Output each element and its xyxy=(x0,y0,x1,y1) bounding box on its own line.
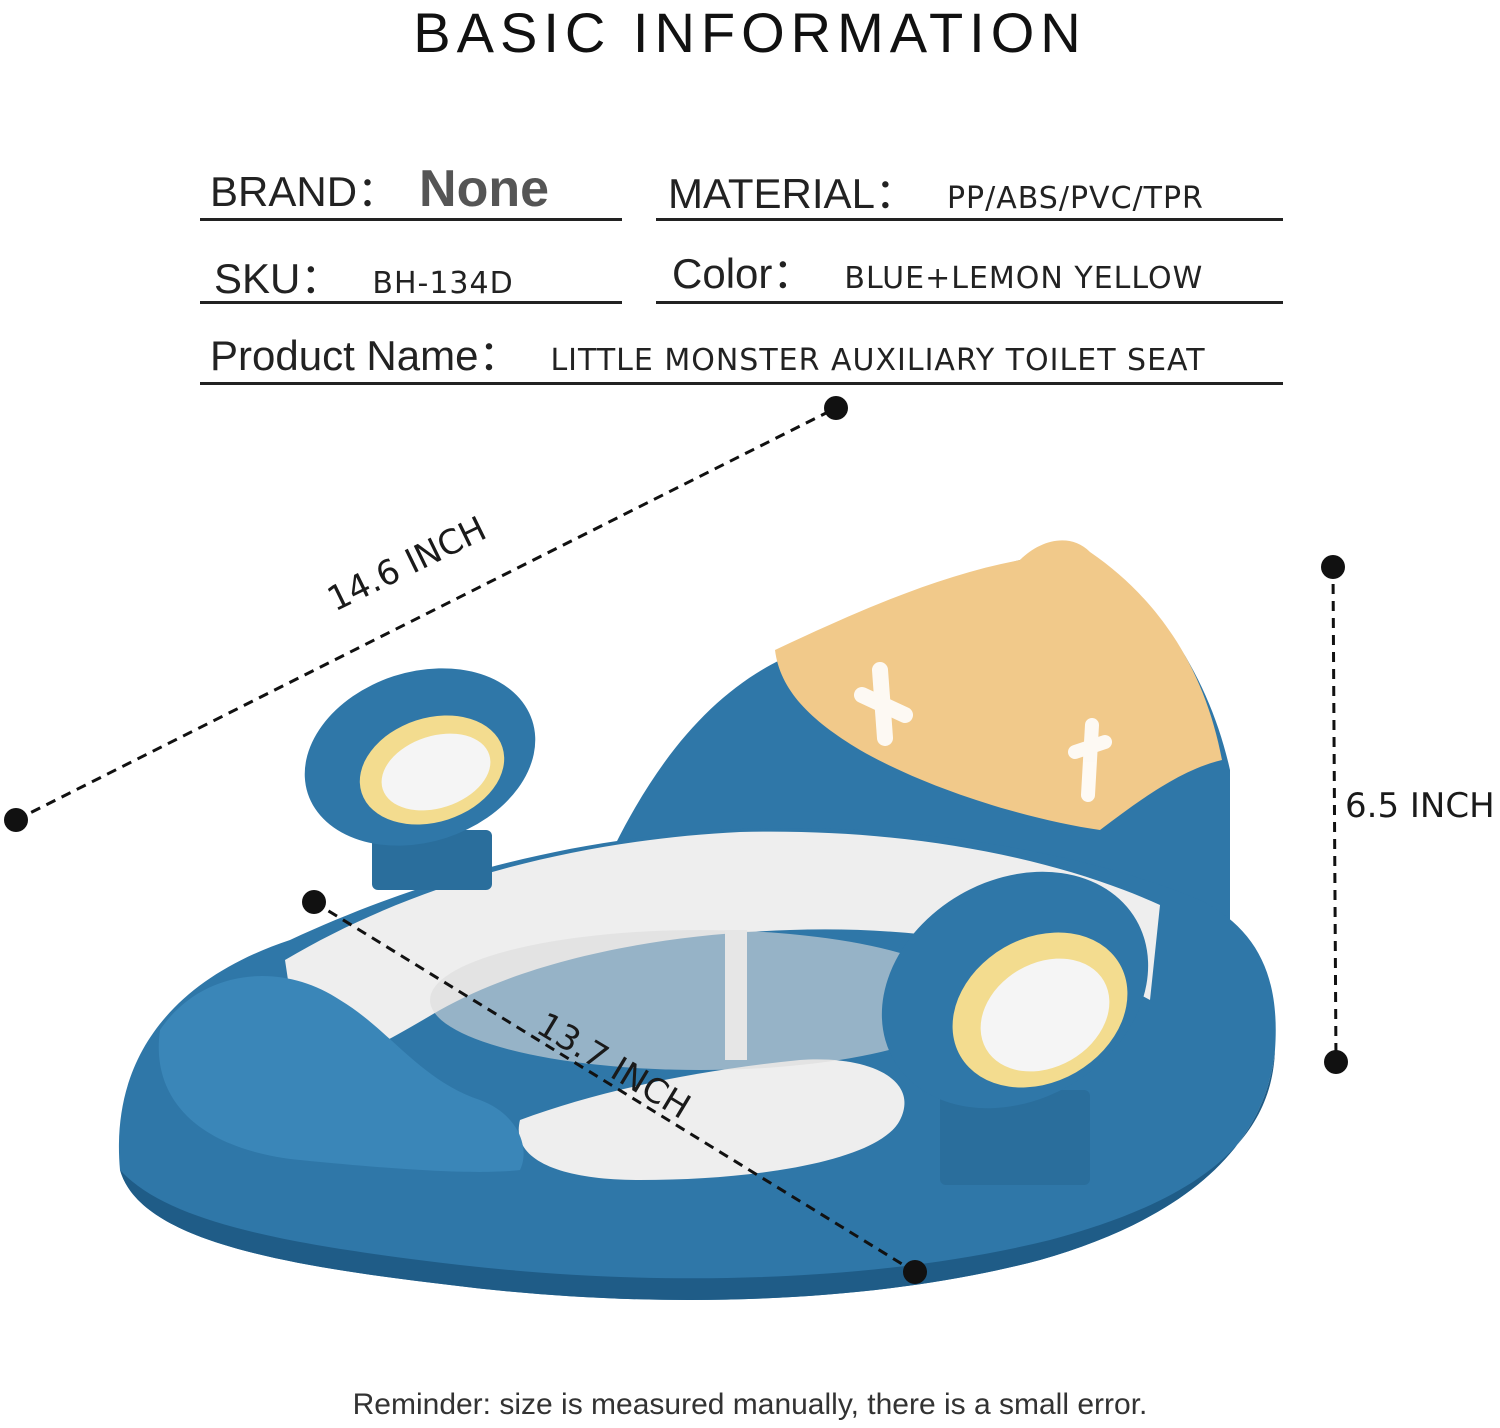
brand-label: BRAND： xyxy=(210,168,400,215)
height-endpoint-top xyxy=(1321,555,1345,579)
product-name-row: Product Name： LITTLE MONSTER AUXILIARY TO… xyxy=(210,322,1206,383)
width-endpoint-bottom xyxy=(903,1260,927,1284)
front-bump xyxy=(158,976,524,1172)
height-dimension-line xyxy=(1331,566,1338,1063)
cross-mark-right xyxy=(1068,718,1112,802)
backrest-yellow-panel xyxy=(775,540,1222,830)
cushion-front xyxy=(518,1059,905,1180)
color-value: BLUE+LEMON YELLOW xyxy=(844,261,1204,296)
product-name-rule xyxy=(200,382,1283,385)
sku-rule xyxy=(200,301,622,304)
seat-hole xyxy=(430,930,970,1070)
product-name-label: Product Name： xyxy=(210,332,521,379)
page-title: BASIC INFORMATION xyxy=(413,1,1087,64)
length-endpoint-right xyxy=(824,396,848,420)
sku-row: SKU： BH-134D xyxy=(214,245,514,306)
material-rule xyxy=(656,218,1283,221)
brand-row: BRAND： None xyxy=(210,158,549,219)
sku-value: BH-134D xyxy=(372,266,514,301)
height-label: 6.5 INCH xyxy=(1345,786,1495,826)
length-endpoint-left xyxy=(4,808,28,832)
product-name-value: LITTLE MONSTER AUXILIARY TOILET SEAT xyxy=(550,343,1206,378)
support-post xyxy=(725,930,747,1060)
height-endpoint-bottom xyxy=(1324,1050,1348,1074)
material-value: PP/ABS/PVC/TPR xyxy=(946,181,1204,216)
color-label: Color： xyxy=(672,250,815,297)
left-handle-hole xyxy=(381,733,491,811)
reminder-note: Reminder: size is measured manually, the… xyxy=(352,1388,1148,1421)
brand-value: None xyxy=(419,160,550,218)
cross-mark-left xyxy=(854,662,913,746)
right-handle-stem xyxy=(940,1090,1090,1185)
sku-label: SKU： xyxy=(214,255,343,302)
color-rule xyxy=(656,301,1283,304)
color-row: Color： BLUE+LEMON YELLOW xyxy=(672,240,1203,301)
right-handle-hole xyxy=(980,958,1110,1072)
material-label: MATERIAL： xyxy=(668,170,917,217)
cushion-ring xyxy=(285,831,1160,1063)
material-row: MATERIAL： PP/ABS/PVC/TPR xyxy=(668,160,1204,221)
width-endpoint-top xyxy=(302,890,326,914)
brand-rule xyxy=(200,218,622,221)
